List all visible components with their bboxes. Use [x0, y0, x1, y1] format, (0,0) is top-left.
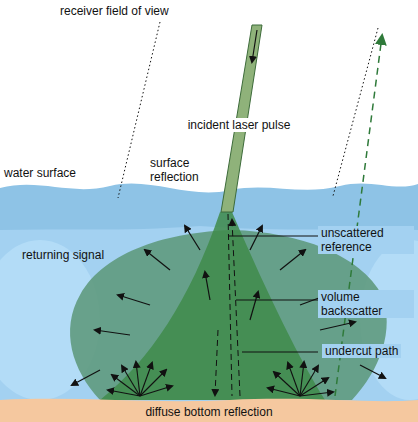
- fov-line: [333, 28, 378, 196]
- unscattered-path: [228, 214, 232, 396]
- diffuse-fans: [108, 362, 333, 396]
- beam-arrow: [252, 30, 257, 62]
- bottom-label: diffuse bottom reflection: [109, 405, 309, 419]
- undercut-path: [232, 220, 240, 396]
- beam-label: incident laser pulse: [176, 118, 302, 132]
- undercut-label: undercut path: [322, 344, 401, 358]
- laser-cone: [100, 212, 325, 400]
- unscattered-label: unscattered reference: [318, 226, 414, 254]
- sea-bottom: [0, 399, 418, 422]
- fov-label: receiver field of view: [60, 4, 169, 18]
- undercut-path: [215, 330, 218, 395]
- leader-lines: [228, 236, 318, 352]
- return-arrow: [335, 36, 382, 396]
- surface-label: surface reflection: [150, 156, 214, 184]
- return-label: returning signal: [22, 248, 104, 262]
- volume-label: volume backscatter: [318, 290, 414, 318]
- water-label: water surface: [4, 166, 76, 180]
